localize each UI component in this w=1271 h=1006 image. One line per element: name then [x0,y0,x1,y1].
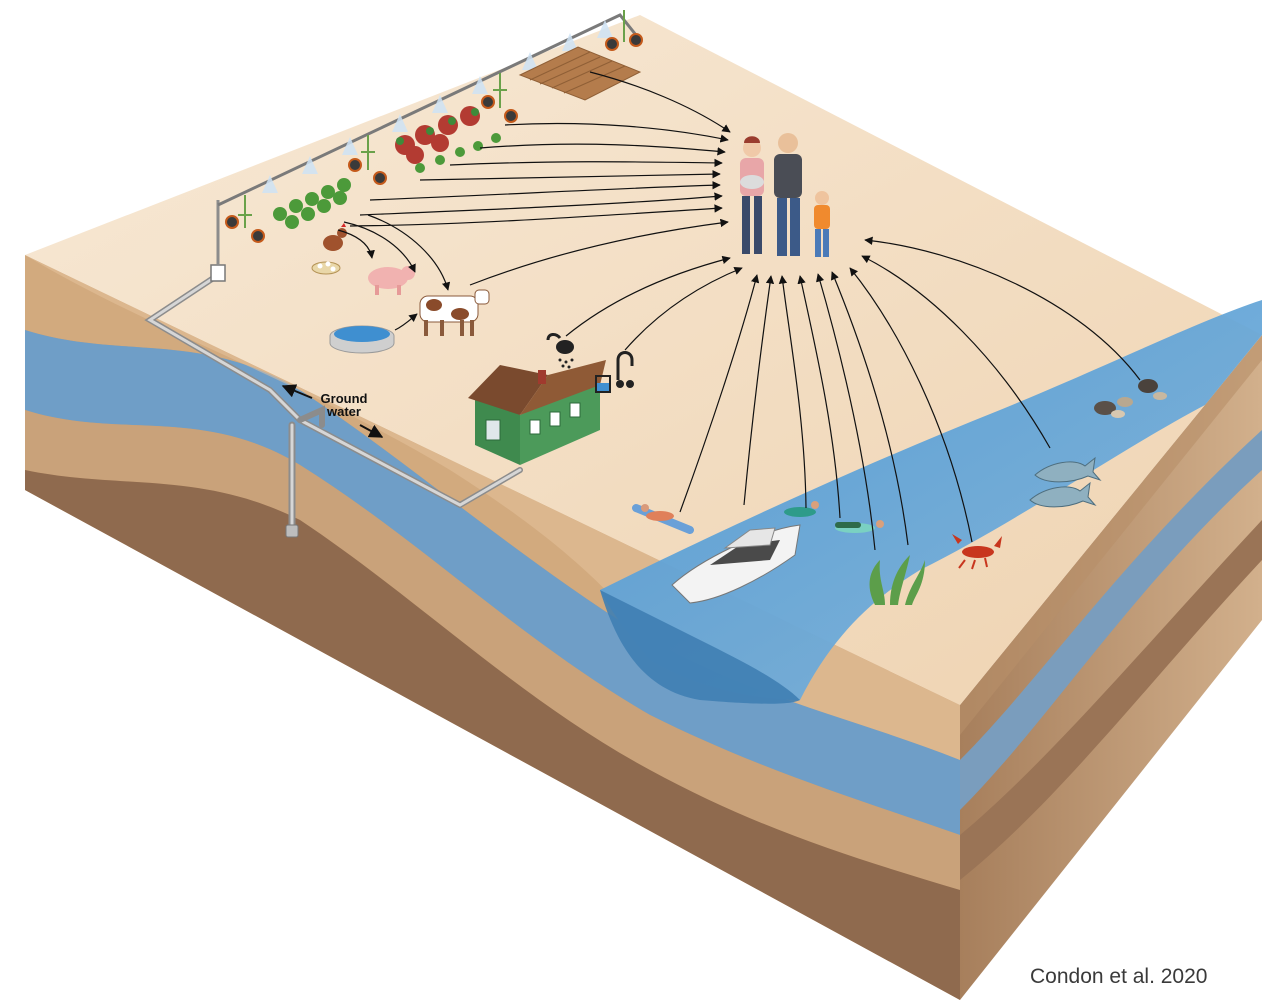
kelp-icon [869,555,925,605]
center-pivot-irrigation-icon [217,10,643,243]
swimmer-icon [784,501,884,533]
groundwater-arrow-left [281,384,313,399]
benefit-arrows [337,71,1141,551]
egg-tray-icon [311,261,341,275]
salmon-icon [1029,456,1102,508]
faucet-glass-icon [595,351,634,393]
credit-text: Condon et al. 2020 [1030,965,1208,988]
sunbather-icon [632,504,694,534]
crop-field-icon [518,46,642,101]
boat-icon [671,524,801,604]
well-pump-icon [210,200,226,282]
cow-icon [419,289,490,336]
clams-icon [1094,379,1167,418]
house-icon [468,360,606,465]
groundwater-well-icon [285,524,299,538]
chicken-icon [323,223,347,251]
river [600,300,1262,704]
groundwater-label: Ground water [281,384,384,438]
groundwater-arrow-right [359,424,384,438]
block-front-face [25,255,960,1000]
water-trough-icon [329,325,395,354]
orchard-trees-icon [395,106,480,164]
family-icon [740,133,830,257]
svg-text:water: water [326,404,361,419]
svg-text:Ground: Ground [321,391,368,406]
groundwater-pipe [144,272,523,534]
lobster-icon [952,534,1002,570]
block-right-face [960,335,1262,1000]
lettuce-crop-icon [273,133,501,229]
shower-head-icon [546,333,574,369]
